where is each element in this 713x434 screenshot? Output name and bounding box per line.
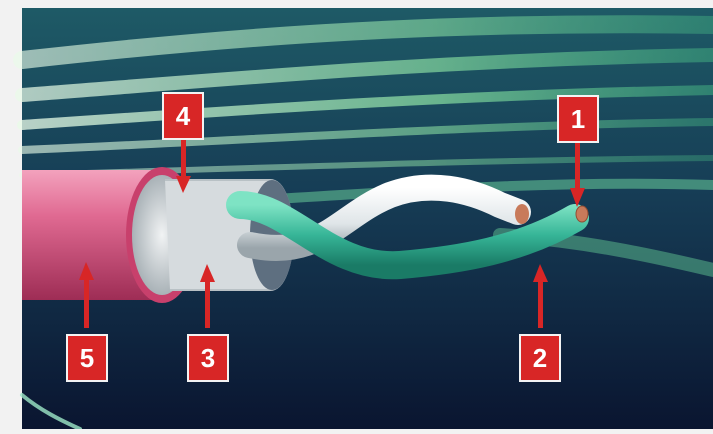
- label-1: 1: [557, 95, 599, 143]
- label-2: 2: [519, 334, 561, 382]
- arrow-pointer-2: [538, 278, 543, 328]
- arrow-pointer-1: [575, 140, 580, 190]
- label-4: 4: [162, 92, 204, 140]
- arrow-pointer-4: [181, 138, 186, 178]
- arrow-pointer-3: [205, 278, 210, 328]
- arrow-pointer-5: [84, 278, 89, 328]
- white-wire-core: [515, 204, 529, 224]
- label-3: 3: [187, 334, 229, 382]
- copper-conductor: [576, 206, 588, 222]
- label-5: 5: [66, 334, 108, 382]
